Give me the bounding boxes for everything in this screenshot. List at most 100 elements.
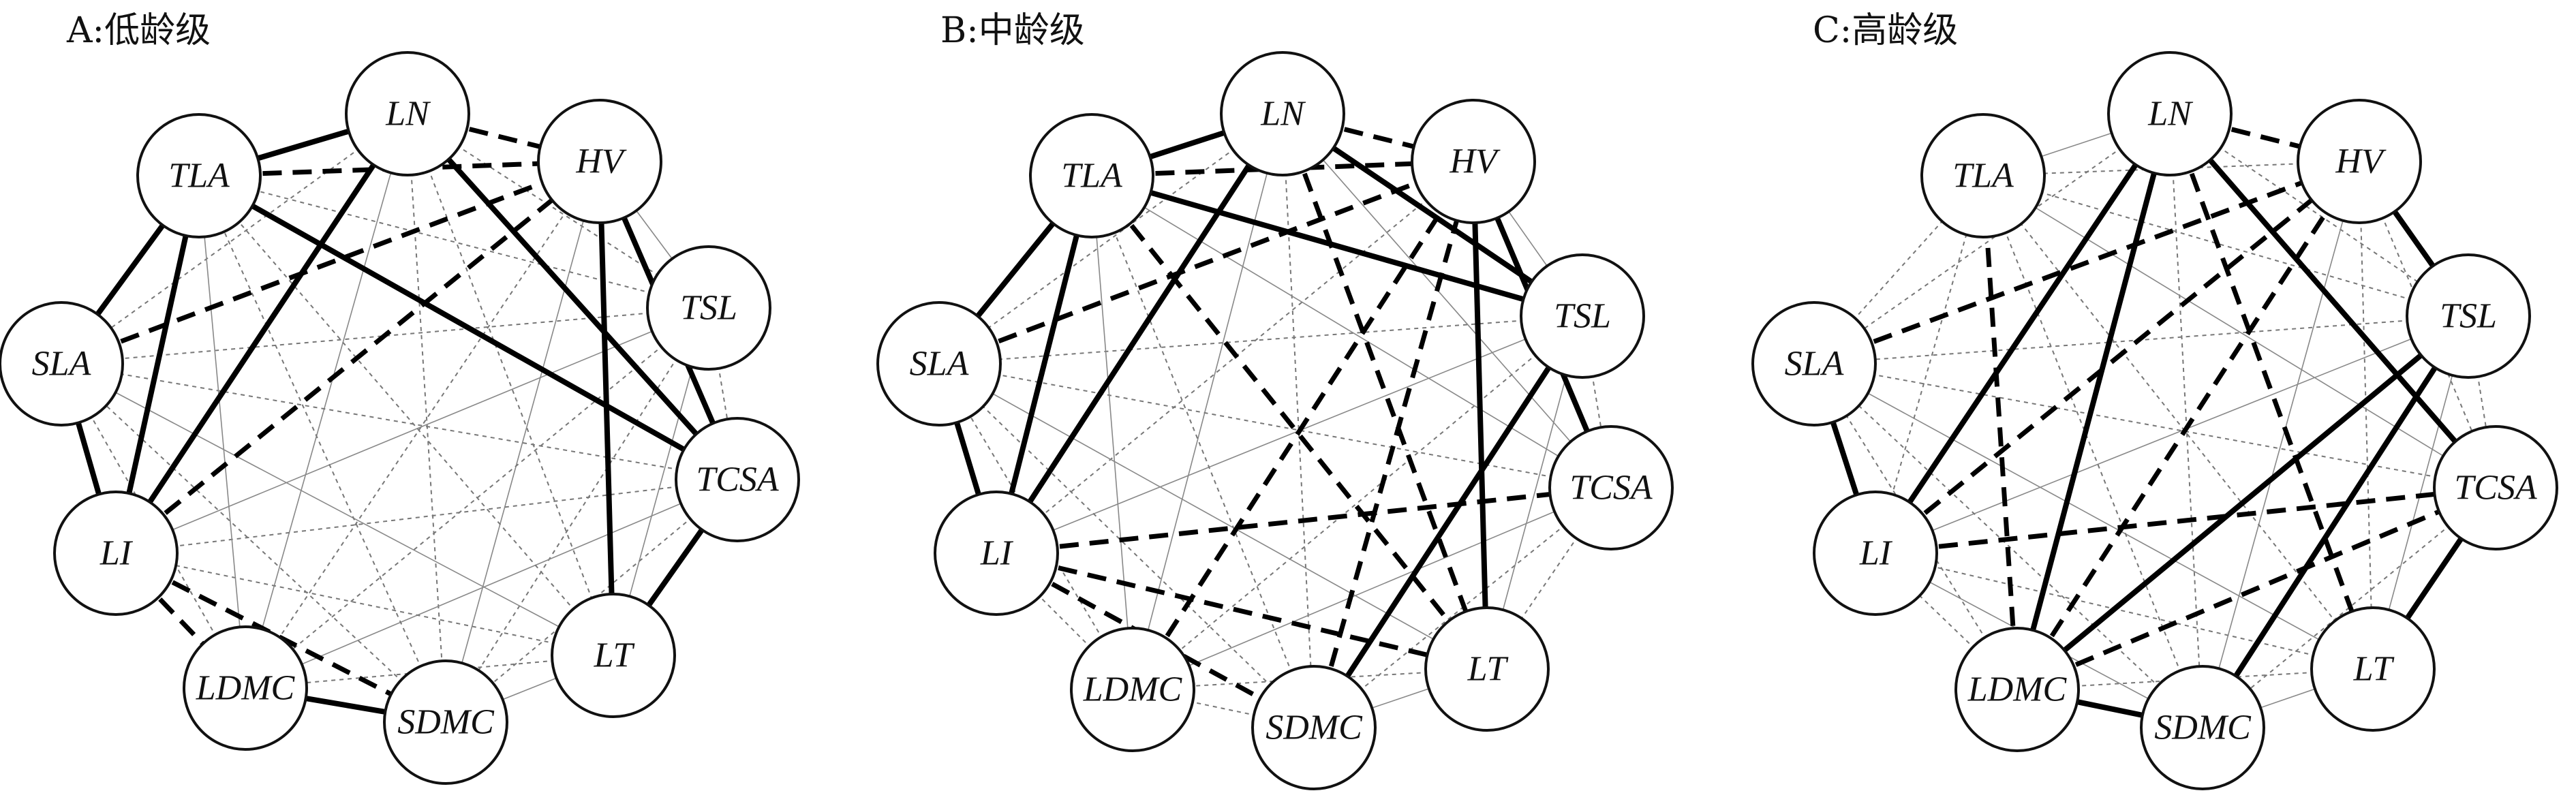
trait-node: TLA [136,113,262,238]
node-circle [0,301,124,426]
positive-correlation-edge [1012,140,1267,527]
weak-edge [201,209,243,655]
edges-layer [1822,119,2491,724]
weak-edge [91,379,584,640]
weak-edge [1907,560,2341,662]
node-label: LDMC [1967,670,2068,709]
positive-correlation-edge [1471,195,1489,636]
negative-correlation-edge [2179,144,2364,638]
trait-node: TLA [1920,113,2046,238]
trait-node: TCSA [2433,425,2558,550]
panel-title: C:高龄级 [1813,10,1958,51]
node-label: HV [1449,142,1501,181]
node-label: HV [2335,142,2387,181]
weak-edge [271,328,684,668]
edges-layer [67,119,733,719]
weak-edge [1166,670,1454,689]
node-label: TSL [2440,297,2497,336]
positive-correlation-edge [2218,343,2453,701]
positive-correlation-edge [428,137,717,456]
weak-edge [622,340,701,623]
trait-node: SLA [0,301,124,426]
trait-node: LN [2107,51,2233,176]
weak-edge [1140,146,1275,657]
positive-correlation-edge [2190,137,2476,465]
node-label: TLA [1952,157,2014,196]
trait-node: LT [551,593,676,718]
node-circle [1424,606,1550,732]
trait-node: SLA [1751,301,1877,426]
positive-correlation-edge [958,200,1073,340]
trait-node: LDMC [1070,627,1195,752]
positive-correlation-edge [120,208,195,521]
positive-correlation-edge [1002,208,1086,521]
weak-edge [418,144,602,625]
node-label: SDMC [1266,709,1363,747]
node-circle [2310,606,2436,732]
node-circle [2406,253,2531,379]
node-label: SLA [1785,345,1844,384]
node-circle [2140,665,2265,790]
trait-node: SDMC [383,659,508,785]
trait-node: HV [2297,99,2422,224]
trait-node: HV [1411,99,1536,224]
node-circle [675,417,800,542]
node-circle [1954,627,2080,752]
weak-edge [1884,208,1975,521]
node-circle [1029,113,1154,238]
weak-edge [95,310,675,362]
weak-edge [220,200,592,631]
weak-edge [454,193,592,690]
trait-node: SDMC [2140,665,2265,790]
node-label: SDMC [397,703,495,742]
node-label: LI [1859,534,1893,573]
node-circle [2297,99,2422,224]
node-circle [876,301,1002,426]
negative-correlation-edge [1291,144,1478,638]
trait-node: LI [934,491,1059,616]
node-label: LN [1260,95,1306,134]
weak-edge [2211,193,2351,696]
weak-edge [2372,192,2483,457]
weak-edge [1283,147,1313,694]
trait-node: TSL [2406,253,2531,379]
weak-edge [2381,348,2460,637]
node-label: LT [594,636,635,675]
trait-node: LT [1424,606,1550,732]
trait-node: LDMC [1954,627,2080,752]
trait-node: SLA [876,301,1002,426]
node-circle [646,245,771,371]
weak-edge [212,206,433,692]
node-circle [1548,425,1674,550]
node-circle [1751,301,1877,426]
node-circle [345,51,470,176]
trait-node: TSL [646,245,771,371]
node-label: SDMC [2154,709,2252,747]
node-circle [1411,99,1536,224]
weak-edge [1094,209,1131,656]
weak-edge [1103,206,1302,697]
positive-correlation-edge [2023,145,2164,658]
weak-edge [409,147,444,689]
weak-edge [463,336,692,694]
node-circle [1813,491,1938,616]
node-circle [183,625,308,751]
negative-correlation-edge [970,171,1443,354]
negative-correlation-edge [1982,209,2018,656]
trait-node: LI [53,491,179,616]
negative-correlation-edge [1900,181,2335,534]
trait-node: LN [1220,51,1345,176]
node-circle [1920,113,2046,238]
node-label: TCSA [2454,469,2537,508]
weak-edge [94,369,705,475]
panel-title: B:中龄级 [940,10,1085,51]
weak-edge [85,386,422,700]
negative-correlation-edge [1908,488,2463,553]
nodes-layer: LN HV TSL TCSA LT SDMC LDMC LI SLA TLA [1751,51,2558,790]
weak-edge [77,392,230,659]
node-label: LT [1467,650,1509,689]
node-label: LT [2353,650,2395,689]
